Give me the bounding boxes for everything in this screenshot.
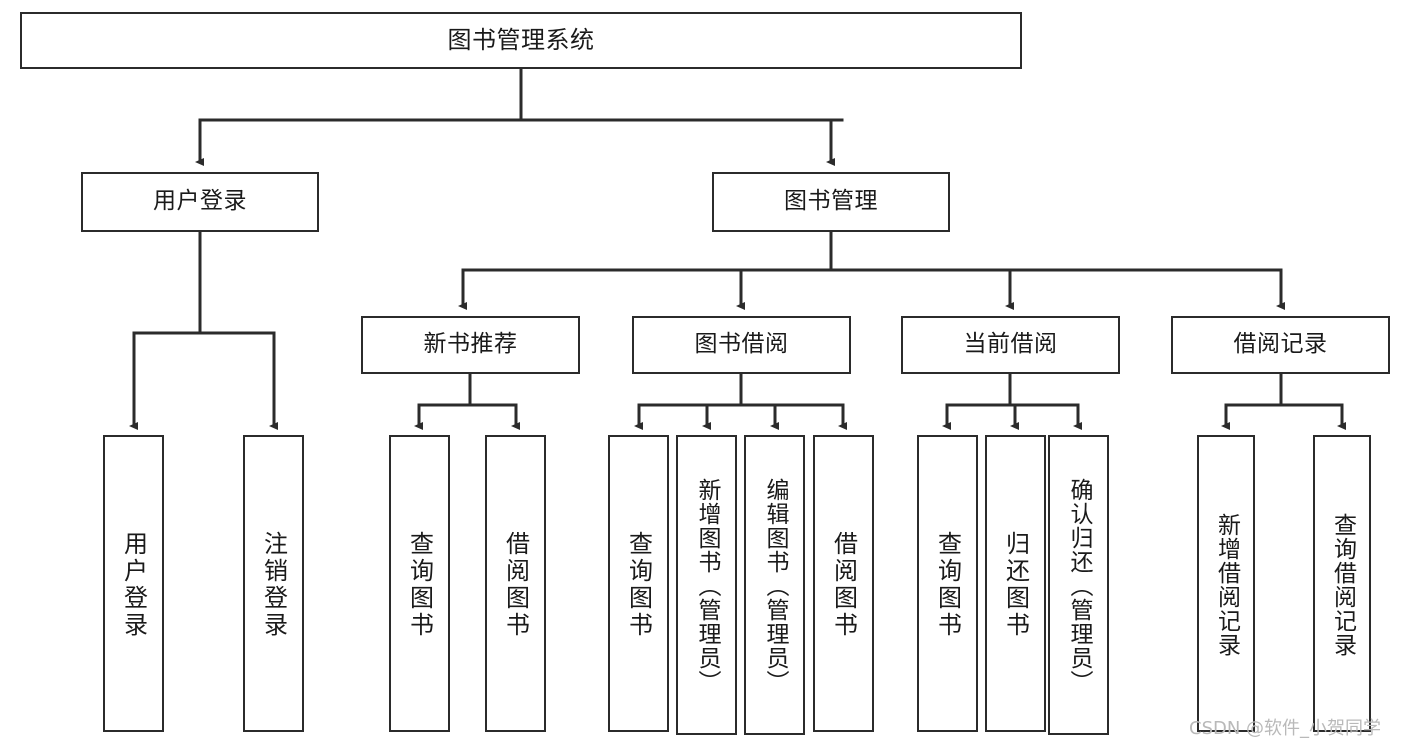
node-leaf-add-record[interactable]: 新增借阅记录 (1197, 435, 1255, 732)
node-current-borrow-label: 当前借阅 (963, 331, 1058, 358)
node-leaf-borrow-book-1[interactable]: 借阅图书 (485, 435, 546, 732)
node-leaf-edit-book[interactable]: 编辑图书（管理员） (744, 435, 805, 735)
node-leaf-query-book-2[interactable]: 查询图书 (608, 435, 669, 732)
node-leaf-logout[interactable]: 注销登录 (243, 435, 304, 732)
node-leaf-query-book-1[interactable]: 查询图书 (389, 435, 450, 732)
node-leaf-borrow-book-2-label: 借阅图书 (829, 530, 858, 639)
node-root[interactable]: 图书管理系统 (20, 12, 1022, 69)
node-book-manage[interactable]: 图书管理 (712, 172, 950, 232)
node-user-login-label: 用户登录 (153, 188, 247, 215)
node-leaf-add-book[interactable]: 新增图书（管理员） (676, 435, 737, 735)
node-borrow-record-label: 借阅记录 (1233, 331, 1328, 358)
node-leaf-borrow-book-1-label: 借阅图书 (501, 530, 530, 639)
node-leaf-confirm-return[interactable]: 确认归还（管理员） (1048, 435, 1109, 735)
node-leaf-query-book-3-label: 查询图书 (933, 530, 962, 639)
node-current-borrow[interactable]: 当前借阅 (901, 316, 1120, 374)
node-leaf-query-book-2-label: 查询图书 (624, 530, 653, 639)
node-leaf-edit-book-label: 编辑图书（管理员） (762, 478, 788, 694)
node-leaf-add-book-label: 新增图书（管理员） (694, 478, 720, 694)
node-leaf-user-login[interactable]: 用户登录 (103, 435, 164, 732)
node-book-borrow[interactable]: 图书借阅 (632, 316, 851, 374)
node-leaf-return-book-label: 归还图书 (1001, 530, 1030, 639)
node-new-book-rec[interactable]: 新书推荐 (361, 316, 580, 374)
node-new-book-rec-label: 新书推荐 (423, 331, 518, 358)
node-leaf-confirm-return-label: 确认归还（管理员） (1066, 478, 1092, 694)
node-book-manage-label: 图书管理 (784, 188, 878, 215)
node-leaf-return-book[interactable]: 归还图书 (985, 435, 1046, 732)
node-root-label: 图书管理系统 (447, 26, 595, 55)
node-leaf-query-book-1-label: 查询图书 (405, 530, 434, 639)
node-leaf-user-login-label: 用户登录 (119, 530, 148, 639)
node-borrow-record[interactable]: 借阅记录 (1171, 316, 1390, 374)
node-user-login[interactable]: 用户登录 (81, 172, 319, 232)
node-leaf-borrow-book-2[interactable]: 借阅图书 (813, 435, 874, 732)
node-leaf-logout-label: 注销登录 (259, 530, 288, 639)
csdn-watermark: CSDN @软件_小贺同学 (1189, 718, 1382, 739)
node-leaf-query-record[interactable]: 查询借阅记录 (1313, 435, 1371, 732)
node-leaf-add-record-label: 新增借阅记录 (1213, 512, 1240, 657)
node-leaf-query-record-label: 查询借阅记录 (1329, 512, 1356, 657)
node-book-borrow-label: 图书借阅 (694, 331, 789, 358)
node-leaf-query-book-3[interactable]: 查询图书 (917, 435, 978, 732)
